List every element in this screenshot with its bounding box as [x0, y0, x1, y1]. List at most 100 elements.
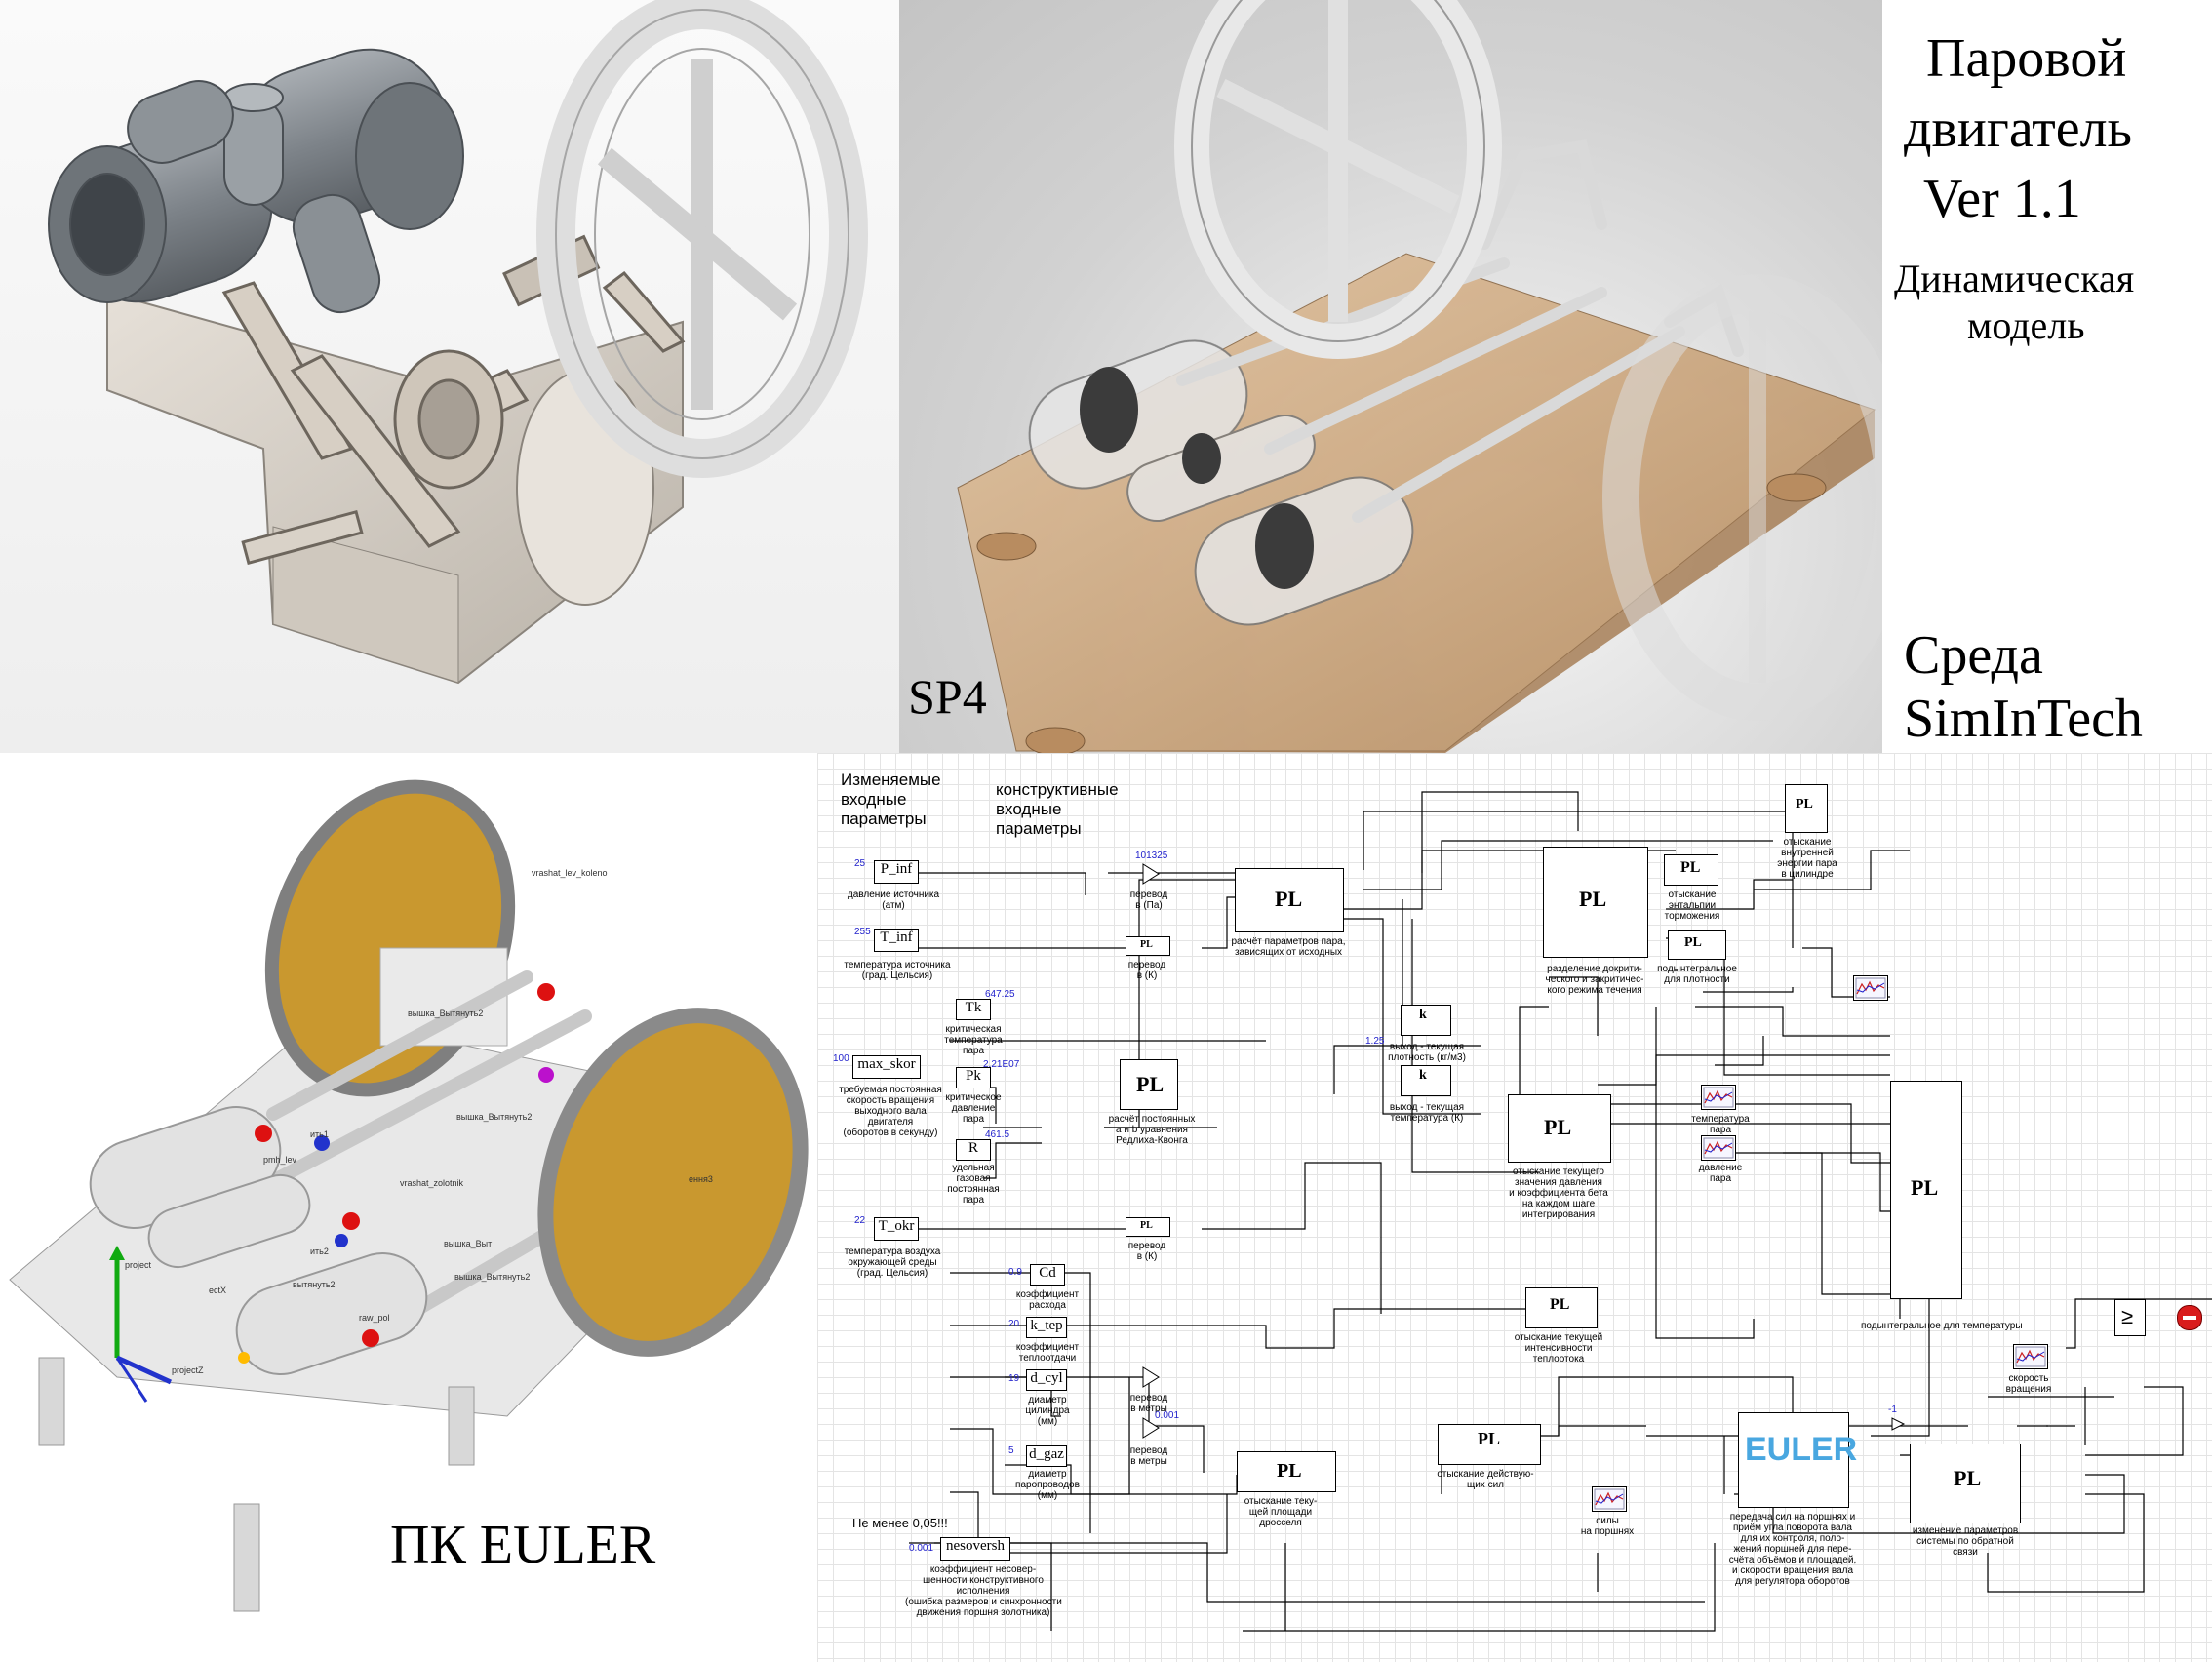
- d-gaz-value: 5: [1008, 1445, 1014, 1456]
- temperature-integrator[interactable]: k: [1401, 1065, 1451, 1096]
- steam-engine-cad-render: [48, 0, 868, 685]
- steam-params-block[interactable]: PL: [1235, 868, 1344, 932]
- d-gaz-block[interactable]: d_gaz: [1026, 1445, 1067, 1467]
- value-neg1: -1: [1888, 1405, 1897, 1415]
- nesoversh-block[interactable]: nesoversh: [940, 1537, 1010, 1561]
- pk-block[interactable]: Pk: [956, 1067, 991, 1088]
- redlich-kwong-block[interactable]: PL: [1120, 1059, 1178, 1110]
- density-integrand-block[interactable]: PL: [1668, 930, 1726, 960]
- tek-label-4: на каждом шаге: [1521, 1199, 1596, 1209]
- perevod-k2-block[interactable]: PL: [1126, 1217, 1170, 1237]
- d-cyl-label-3: (мм): [1037, 1416, 1058, 1427]
- euler-tag-3: vrashat_zolotnik: [400, 1178, 464, 1188]
- d-cyl-block[interactable]: d_cyl: [1026, 1369, 1067, 1391]
- euler-desc-2: приём угла поворота вала: [1733, 1523, 1852, 1533]
- euler-tag-11: raw_pol: [359, 1313, 390, 1323]
- perevod-pa-label-1: перевод: [1129, 890, 1168, 900]
- d-gaz-label-1: диаметр: [1028, 1469, 1067, 1480]
- t-inf-value: 255: [854, 927, 871, 937]
- pressure-scope[interactable]: [1701, 1135, 1736, 1161]
- euler-tag-0: vrashat_lev_koleno: [532, 868, 608, 878]
- stop-icon[interactable]: [2177, 1305, 2202, 1330]
- p-inf-value: 25: [854, 858, 866, 869]
- perevod-k1-block[interactable]: PL: [1126, 936, 1170, 956]
- comparator-block[interactable]: ≥: [2114, 1299, 2146, 1336]
- t-okr-block[interactable]: T_okr: [874, 1217, 919, 1241]
- pk-label-1: критическое: [945, 1092, 1002, 1103]
- pk-label-2: давление: [951, 1103, 996, 1114]
- main-title-line2: двигатель: [1904, 99, 2133, 159]
- max-skor-label-4: двигателя: [867, 1117, 914, 1128]
- euler-desc-4: жений поршней для пере-: [1733, 1544, 1852, 1555]
- forces-scope[interactable]: [1592, 1486, 1627, 1512]
- tk-label-1: критическая: [945, 1024, 1002, 1035]
- version-label: Ver 1.1: [1923, 169, 2081, 229]
- gain-triangles: [1142, 863, 1906, 1439]
- subtitle-line2: модель: [1967, 303, 2085, 347]
- teplo-label-1: отыскание текущей: [1514, 1332, 1603, 1343]
- k-tep-value: 20: [1008, 1319, 1020, 1329]
- euler-desc-1: передача сил на поршнях и: [1729, 1512, 1856, 1523]
- temp-label-1: выход - текущая: [1389, 1102, 1465, 1113]
- enthalpy-block[interactable]: PL: [1664, 854, 1718, 886]
- max-skor-label-2: скорость вращения: [846, 1095, 935, 1106]
- forces-block[interactable]: PL: [1438, 1424, 1541, 1465]
- pressure-beta-block[interactable]: PL: [1508, 1094, 1611, 1163]
- max-skor-label-5: (оборотов в секунду): [843, 1128, 938, 1138]
- euler-tag-5: ить1: [310, 1129, 329, 1139]
- euler-desc-3: для их контроля, поло-: [1740, 1533, 1845, 1544]
- tek-label-2: значения давления: [1515, 1177, 1602, 1188]
- temperature-scope[interactable]: [1701, 1085, 1736, 1110]
- euler-model-panel: vrashat_lev_koleno вышка_Вытянуть2 вышка…: [0, 753, 817, 1662]
- nesoversh-label-5: движения поршня золотника): [916, 1607, 1050, 1618]
- perevod-m1-label-2: в метры: [1130, 1404, 1167, 1414]
- t-inf-label-1: температура источника: [844, 960, 951, 970]
- simintech-3d-render-panel: SW 2017 SP4: [899, 0, 1882, 753]
- rk-label-2: a и b уравнения: [1116, 1125, 1188, 1135]
- tk-block[interactable]: Tk: [956, 999, 991, 1020]
- internal-energy-block[interactable]: PL: [1785, 784, 1828, 833]
- rp-label-1: расчёт параметров пара,: [1231, 936, 1346, 947]
- euler-block[interactable]: EULER: [1738, 1412, 1857, 1508]
- steam-engine-3d-view: [957, 0, 1882, 753]
- header-variable-inputs-3: параметры: [841, 810, 927, 828]
- euler-tag-15: ення3: [689, 1174, 713, 1184]
- r-block[interactable]: R: [956, 1139, 991, 1161]
- cd-value: 0.9: [1008, 1267, 1022, 1278]
- ne-menee-note: Не менее 0,05!!!: [852, 1516, 948, 1530]
- nesoversh-label-2: шенности конструктивного: [923, 1575, 1044, 1586]
- value-0001: 0.001: [1155, 1410, 1180, 1421]
- k-tep-block[interactable]: k_tep: [1026, 1317, 1067, 1338]
- sily-scope-label-2: на поршнях: [1580, 1526, 1635, 1537]
- euler-tag-14: projectZ: [172, 1365, 204, 1375]
- euler-tag-4: pmh_lev: [263, 1155, 297, 1165]
- r-label-2: газовая: [956, 1173, 991, 1184]
- temperature-integrand-block[interactable]: PL: [1890, 1081, 1962, 1299]
- max-skor-value: 100: [833, 1053, 849, 1064]
- pk-value: 2.21E07: [983, 1059, 1020, 1070]
- scope-top[interactable]: [1853, 975, 1888, 1001]
- scope-waveform: [1855, 977, 1886, 999]
- cd-block[interactable]: Cd: [1030, 1264, 1065, 1286]
- p-inf-block[interactable]: P_inf: [874, 860, 919, 884]
- feedback-block[interactable]: PL: [1910, 1444, 2021, 1524]
- euler-label: ПК EULER: [390, 1515, 656, 1575]
- environment-line2: SimInTech: [1904, 689, 2143, 749]
- throttle-block[interactable]: PL: [1237, 1451, 1336, 1492]
- d-gaz-label-2: паропроводов: [1015, 1480, 1080, 1490]
- euler-tag-13: ectX: [209, 1286, 227, 1295]
- temp-scope-label-1: температура: [1691, 1114, 1750, 1125]
- density-integrator[interactable]: k: [1401, 1005, 1451, 1036]
- izm-label-2: системы по обратной: [1916, 1536, 2014, 1547]
- t-inf-block[interactable]: T_inf: [874, 929, 919, 952]
- cd-label-2: расхода: [1029, 1300, 1066, 1311]
- speed-scope[interactable]: [2013, 1344, 2048, 1369]
- k-tep-label-1: коэффициент: [1015, 1342, 1080, 1353]
- heat-flow-block[interactable]: PL: [1525, 1287, 1598, 1328]
- podint-t-label: подынтегральное для температуры: [1861, 1321, 2023, 1331]
- r-value: 461.5: [985, 1129, 1010, 1140]
- sily-scope-label-1: силы: [1596, 1516, 1619, 1526]
- separation-block[interactable]: PL: [1543, 847, 1648, 958]
- max-skor-block[interactable]: max_skor: [852, 1055, 921, 1079]
- tek-label-3: и коэффициента бета: [1509, 1188, 1608, 1199]
